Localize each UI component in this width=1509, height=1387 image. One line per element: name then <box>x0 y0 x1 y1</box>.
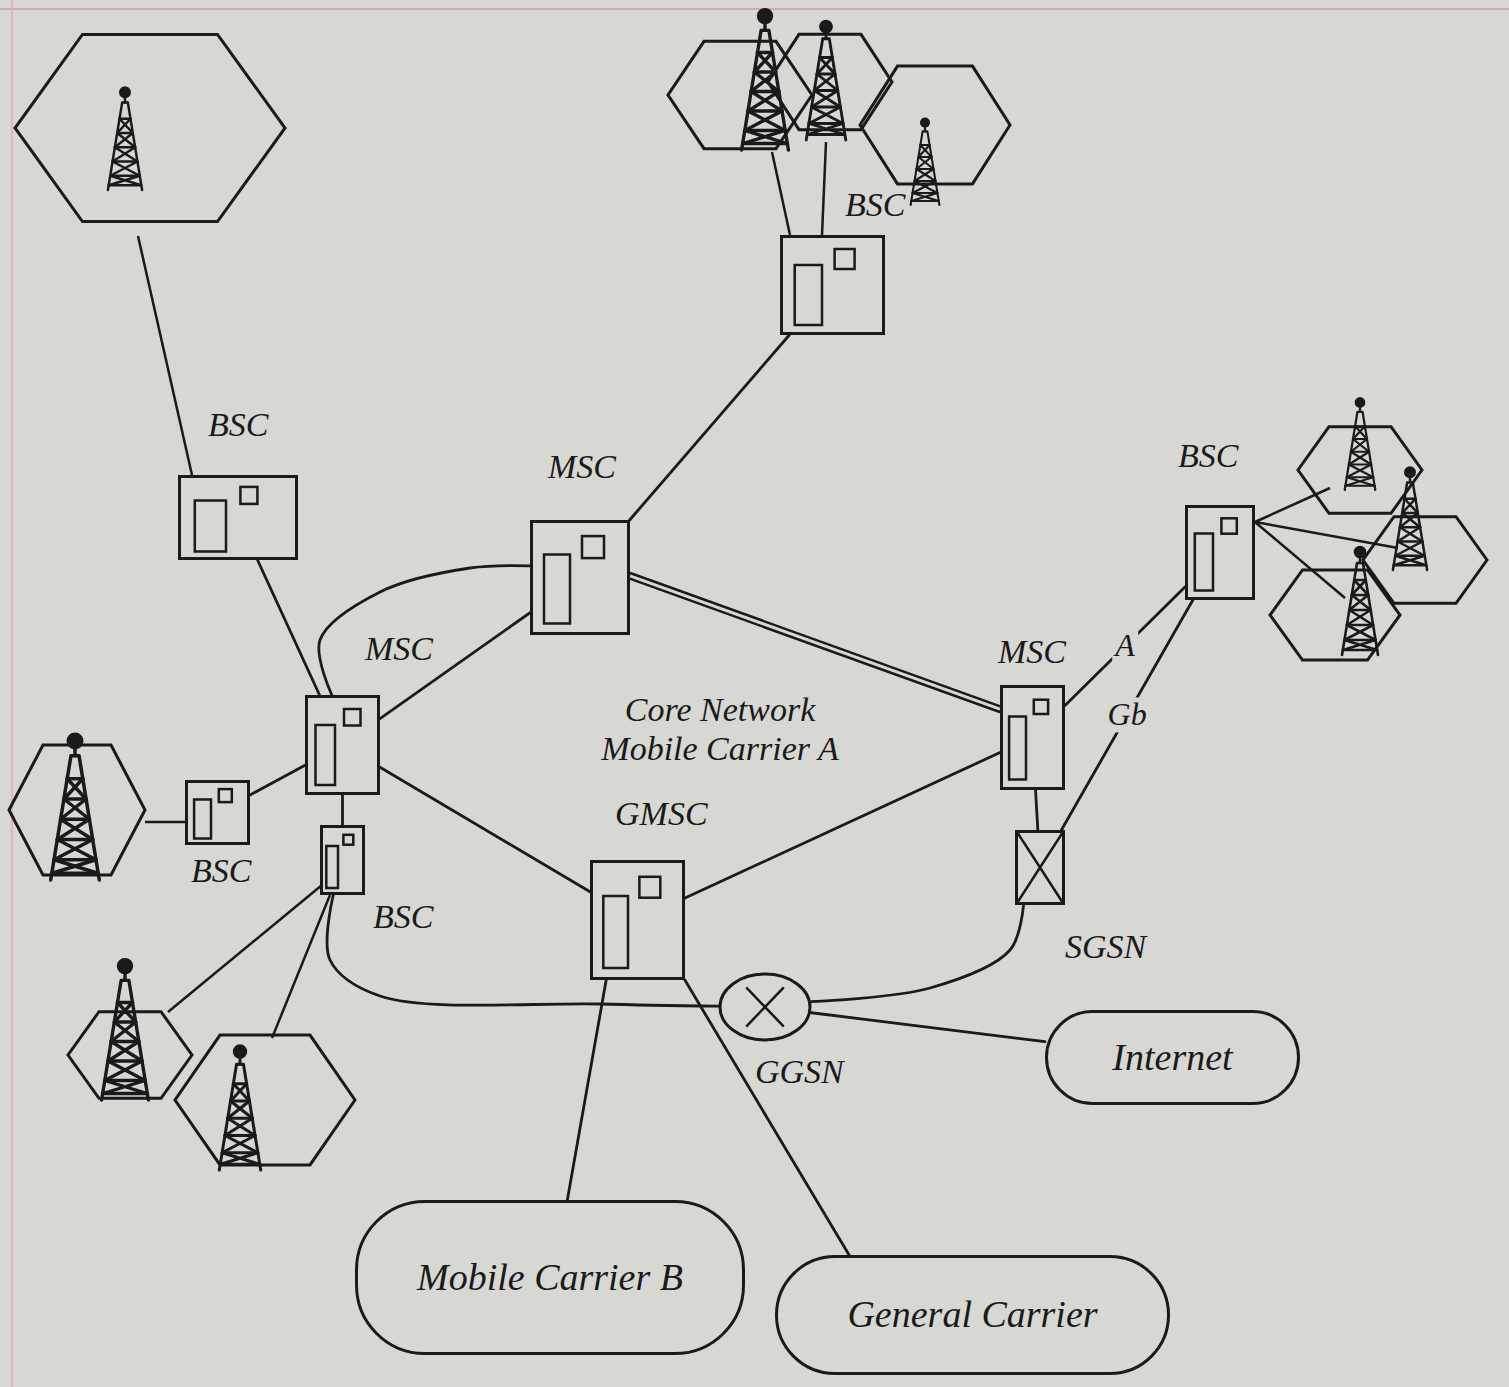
node-label: Mobile Carrier B <box>417 1256 683 1300</box>
cell-tower <box>108 87 142 190</box>
cell-link <box>772 152 790 235</box>
network-link <box>811 905 1023 1002</box>
cell-link <box>145 821 185 824</box>
cell-link <box>1255 522 1345 598</box>
sgsn-box: SGSN <box>1015 830 1065 905</box>
network-link <box>630 335 790 520</box>
cell-tower <box>1393 467 1427 570</box>
node-label: BSC <box>188 852 254 889</box>
cell-link <box>138 236 192 475</box>
node-label: MSC <box>995 633 1069 670</box>
network-link <box>341 795 344 825</box>
page-margin-line <box>0 8 1509 10</box>
carrier-cloud: Internet <box>1045 1010 1300 1105</box>
cell-tower <box>1342 547 1378 655</box>
carrier-cloud: Mobile Carrier B <box>355 1200 745 1355</box>
cell-link <box>1255 488 1330 522</box>
carrier-cloud: General Carrier <box>775 1255 1170 1375</box>
cell-link <box>272 895 330 1038</box>
network-link <box>567 980 606 1200</box>
node-label: Internet <box>1112 1036 1232 1080</box>
building-icon <box>1015 830 1065 905</box>
cell-link <box>168 885 322 1012</box>
router-symbol: GGSN <box>718 972 812 1042</box>
switch-building: BSC <box>780 235 885 335</box>
cell-hexagon <box>15 34 285 221</box>
building-icon <box>305 695 380 795</box>
cell-tower <box>219 1046 260 1170</box>
cell-tower <box>806 21 846 140</box>
switch-building: MSC <box>305 695 380 795</box>
building-icon <box>590 860 685 980</box>
node-label: MSC <box>545 448 619 485</box>
building-icon <box>780 235 885 335</box>
network-link <box>1061 600 1192 830</box>
cell-tower <box>1345 398 1376 490</box>
network-link <box>380 767 590 892</box>
building-icon <box>178 475 298 560</box>
network-link <box>1036 790 1038 830</box>
node-label: BSC <box>205 406 271 443</box>
building-icon <box>1000 685 1065 790</box>
network-title: Core Network Mobile Carrier A <box>585 690 855 768</box>
switch-building: MSC <box>1000 685 1065 790</box>
node-label: MSC <box>362 630 436 667</box>
switch-building: GMSC <box>590 860 685 980</box>
node-label: BSC <box>1175 437 1241 474</box>
building-icon <box>320 825 365 895</box>
cell-link <box>822 142 826 235</box>
interface-label: Gb <box>1105 697 1150 732</box>
network-link <box>258 560 320 695</box>
cell-hexagon <box>1270 570 1400 660</box>
network-link <box>685 753 1000 899</box>
building-icon <box>185 780 250 845</box>
cell-tower <box>742 10 789 150</box>
cell-tower <box>51 734 100 880</box>
interface-label: A <box>1112 629 1138 664</box>
switch-building: BSC <box>1185 505 1255 600</box>
double-line-gap <box>630 576 1000 709</box>
switch-building: BSC <box>320 825 365 895</box>
cell-hexagon <box>668 41 812 148</box>
node-label: SGSN <box>1062 928 1149 965</box>
switch-building: BSC <box>178 475 298 560</box>
cell-tower <box>911 119 940 205</box>
cell-tower <box>102 960 149 1100</box>
node-label: BSC <box>370 898 436 935</box>
node-label: GGSN <box>752 1053 847 1090</box>
network-link <box>250 765 305 795</box>
network-link <box>319 566 530 695</box>
node-label: BSC <box>842 186 908 223</box>
cell-hexagon <box>860 66 1010 184</box>
router-icon <box>718 972 812 1042</box>
building-icon <box>530 520 630 635</box>
switch-building: BSC <box>185 780 250 845</box>
cell-hexagon <box>175 1035 355 1165</box>
building-icon <box>1185 505 1255 600</box>
network-link <box>630 576 1000 709</box>
node-label: General Carrier <box>847 1293 1097 1337</box>
network-link <box>811 1013 1045 1042</box>
page-margin-line <box>11 0 13 1387</box>
node-label: GMSC <box>612 795 711 832</box>
cell-link <box>1255 522 1398 548</box>
switch-building: MSC <box>530 520 630 635</box>
